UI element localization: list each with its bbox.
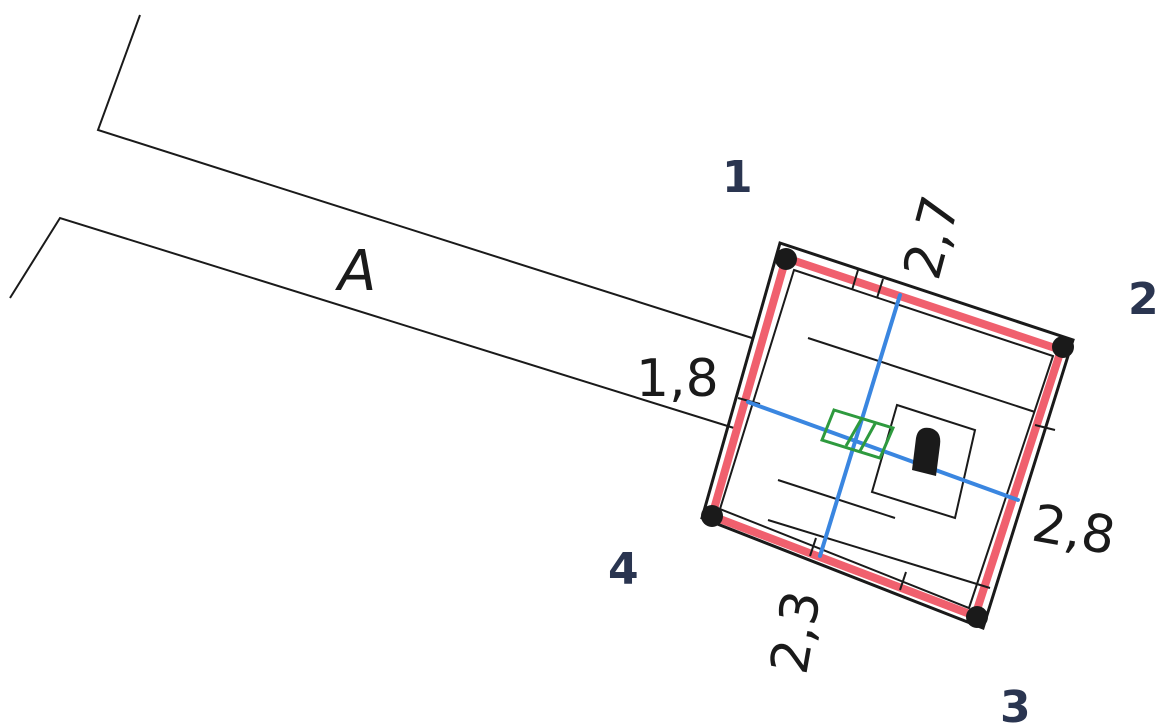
corridor-wall-upper: [96, 14, 753, 339]
dimension-bottom: 2,3: [760, 586, 833, 678]
corridor-walls: [9, 14, 753, 429]
corner-marker-3: [966, 606, 988, 628]
interior-line-1: [807, 337, 1036, 413]
corner-label-3: 3: [1000, 682, 1031, 728]
tick-top-1: [851, 269, 859, 291]
outer-square: [700, 241, 1075, 630]
dimension-top: 2,7: [893, 190, 972, 285]
axis-vertical: [818, 293, 902, 558]
room-label-a: A: [335, 239, 376, 304]
corner-label-2: 2: [1128, 274, 1159, 325]
corner-label-1: 1: [722, 152, 753, 203]
inner-box: [870, 403, 977, 520]
fixture-icon: [820, 408, 896, 460]
tick-top-2: [876, 278, 884, 299]
red-perimeter: [708, 254, 1065, 620]
fixture-outline: [820, 408, 896, 460]
corner-marker-1: [775, 248, 797, 270]
tick-bottom-2: [899, 571, 907, 591]
corner-marker-4: [701, 505, 723, 527]
tick-bottom-1: [809, 537, 817, 557]
fixture-hatch-1: [844, 417, 864, 447]
tick-right-1: [1034, 424, 1056, 431]
square-outline: [700, 241, 1075, 630]
interior-line-3: [767, 519, 991, 589]
inner-square: [718, 268, 1055, 610]
element-icon: [912, 427, 941, 476]
corner-label-4: 4: [608, 544, 639, 595]
corner-marker-2: [1052, 336, 1074, 358]
dimension-left: 1,8: [636, 349, 719, 409]
corner-markers: [701, 248, 1074, 628]
corridor-wall-lower: [9, 216, 735, 429]
dimension-right: 2,8: [1028, 494, 1120, 567]
fixture-hatch-2: [858, 421, 878, 452]
